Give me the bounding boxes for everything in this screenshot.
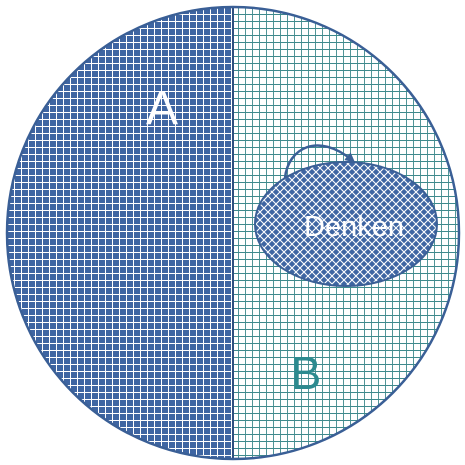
region-a	[7, 7, 233, 459]
curved-arrow	[283, 144, 356, 179]
label-b: B	[291, 347, 322, 399]
outer-circle	[5, 5, 461, 461]
oval-label: Denken	[304, 211, 404, 243]
label-a: A	[146, 82, 178, 135]
